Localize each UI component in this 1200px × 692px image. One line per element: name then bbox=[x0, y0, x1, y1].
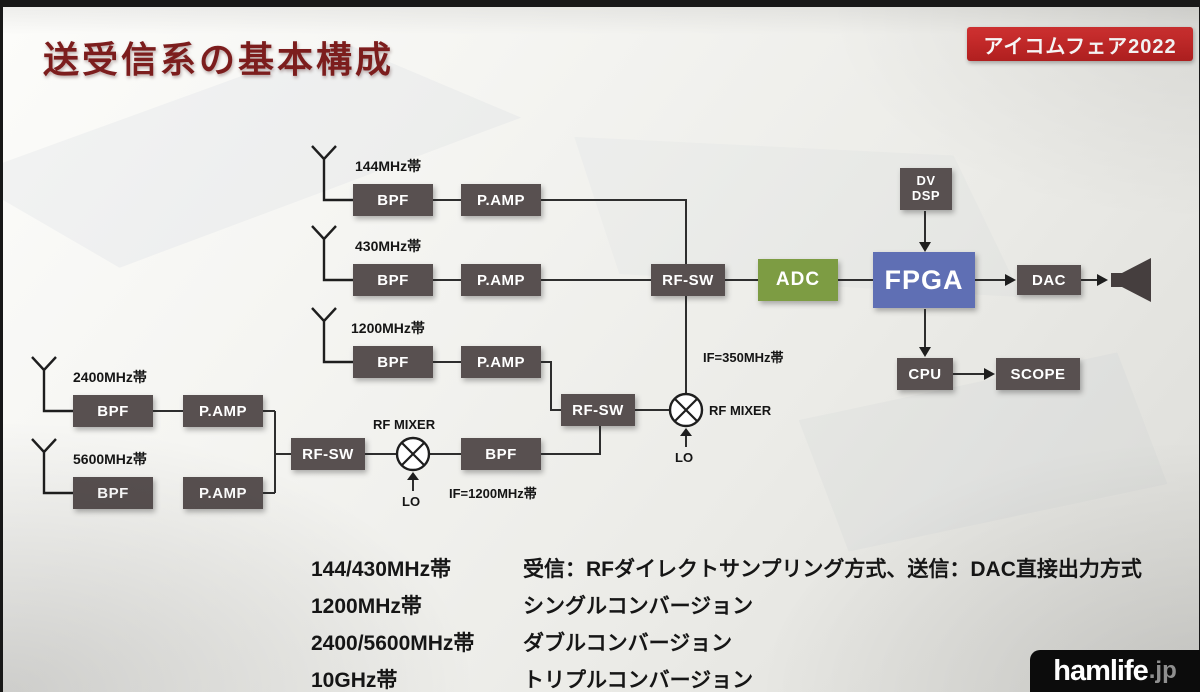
band-label-430: 430MHz帯 bbox=[355, 238, 422, 254]
legend-band: 1200MHz帯 bbox=[311, 595, 422, 618]
block-cpu: CPU bbox=[897, 358, 953, 390]
block-bpf-430: BPF bbox=[353, 264, 433, 296]
block-rfsw-main: RF-SW bbox=[651, 264, 725, 296]
legend-row: 10GHz帯 トリプルコンバージョン bbox=[311, 664, 1191, 692]
block-pamp-5600: P.AMP bbox=[183, 477, 263, 509]
lo-label-2: LO bbox=[402, 494, 421, 509]
hamlife-logo-tld: .jp bbox=[1148, 657, 1177, 684]
block-rfsw-mid: RF-SW bbox=[561, 394, 635, 426]
block-fpga: FPGA bbox=[873, 252, 975, 308]
band-label-144: 144MHz帯 bbox=[355, 158, 422, 174]
antenna-icon-5600 bbox=[31, 438, 73, 495]
dv-label: DV bbox=[916, 173, 936, 189]
event-badge: アイコムフェア2022 bbox=[967, 27, 1193, 61]
block-bpf-1200: BPF bbox=[353, 346, 433, 378]
block-pamp-430: P.AMP bbox=[461, 264, 541, 296]
background-watermark-shape bbox=[795, 349, 1171, 556]
block-pamp-2400: P.AMP bbox=[183, 395, 263, 427]
block-adc: ADC bbox=[758, 259, 838, 301]
legend-band: 10GHz帯 bbox=[311, 669, 398, 692]
dsp-label: DSP bbox=[911, 188, 941, 203]
rf-mixer-label-2: RF MIXER bbox=[373, 417, 436, 432]
band-label-1200: 1200MHz帯 bbox=[351, 320, 425, 336]
lo-label-1: LO bbox=[675, 450, 694, 465]
block-pamp-1200: P.AMP bbox=[461, 346, 541, 378]
antenna-icon-2400 bbox=[31, 356, 73, 413]
background-watermark-shape bbox=[550, 84, 1046, 350]
block-scope: SCOPE bbox=[996, 358, 1080, 390]
legend-desc: 受信：RFダイレクトサンプリング方式、送信：DAC直接出力方式 bbox=[523, 558, 1142, 581]
legend-row: 144/430MHz帯 受信：RFダイレクトサンプリング方式、送信：DAC直接出… bbox=[311, 553, 1191, 583]
speaker-icon bbox=[1111, 258, 1151, 302]
block-bpf-5600: BPF bbox=[73, 477, 153, 509]
rf-mixer-icon-2 bbox=[395, 436, 431, 472]
block-bpf-2400: BPF bbox=[73, 395, 153, 427]
rf-mixer-icon-1 bbox=[668, 392, 704, 428]
legend-desc: シングルコンバージョン bbox=[523, 595, 754, 618]
slide-title: 送受信系の基本構成 bbox=[43, 39, 395, 80]
band-label-5600: 5600MHz帯 bbox=[73, 451, 147, 467]
block-dv-dsp: DV DSP bbox=[900, 168, 952, 210]
hamlife-logo-name: hamlife bbox=[1053, 654, 1149, 687]
if-350-label: IF=350MHz帯 bbox=[703, 350, 784, 365]
legend-band: 2400/5600MHz帯 bbox=[311, 632, 475, 655]
block-bpf-if: BPF bbox=[461, 438, 541, 470]
block-dac: DAC bbox=[1017, 265, 1081, 295]
if-1200-label: IF=1200MHz帯 bbox=[449, 486, 537, 501]
block-bpf-144: BPF bbox=[353, 184, 433, 216]
legend-desc: トリプルコンバージョン bbox=[523, 669, 754, 692]
band-label-2400: 2400MHz帯 bbox=[73, 369, 147, 385]
legend: 144/430MHz帯 受信：RFダイレクトサンプリング方式、送信：DAC直接出… bbox=[311, 553, 1191, 692]
block-rfsw-low: RF-SW bbox=[291, 438, 365, 470]
hamlife-logo: hamlife .jp bbox=[1030, 650, 1200, 692]
rf-mixer-label-1: RF MIXER bbox=[709, 403, 772, 418]
antenna-icon-144 bbox=[311, 145, 353, 202]
antenna-icon-430 bbox=[311, 225, 353, 282]
legend-row: 2400/5600MHz帯 ダブルコンバージョン bbox=[311, 627, 1191, 657]
block-pamp-144: P.AMP bbox=[461, 184, 541, 216]
slide-photo: 送受信系の基本構成 アイコムフェア2022 bbox=[3, 7, 1199, 692]
legend-band: 144/430MHz帯 bbox=[311, 558, 452, 581]
legend-row: 1200MHz帯 シングルコンバージョン bbox=[311, 590, 1191, 620]
legend-desc: ダブルコンバージョン bbox=[523, 632, 733, 655]
antenna-icon-1200 bbox=[311, 307, 353, 364]
